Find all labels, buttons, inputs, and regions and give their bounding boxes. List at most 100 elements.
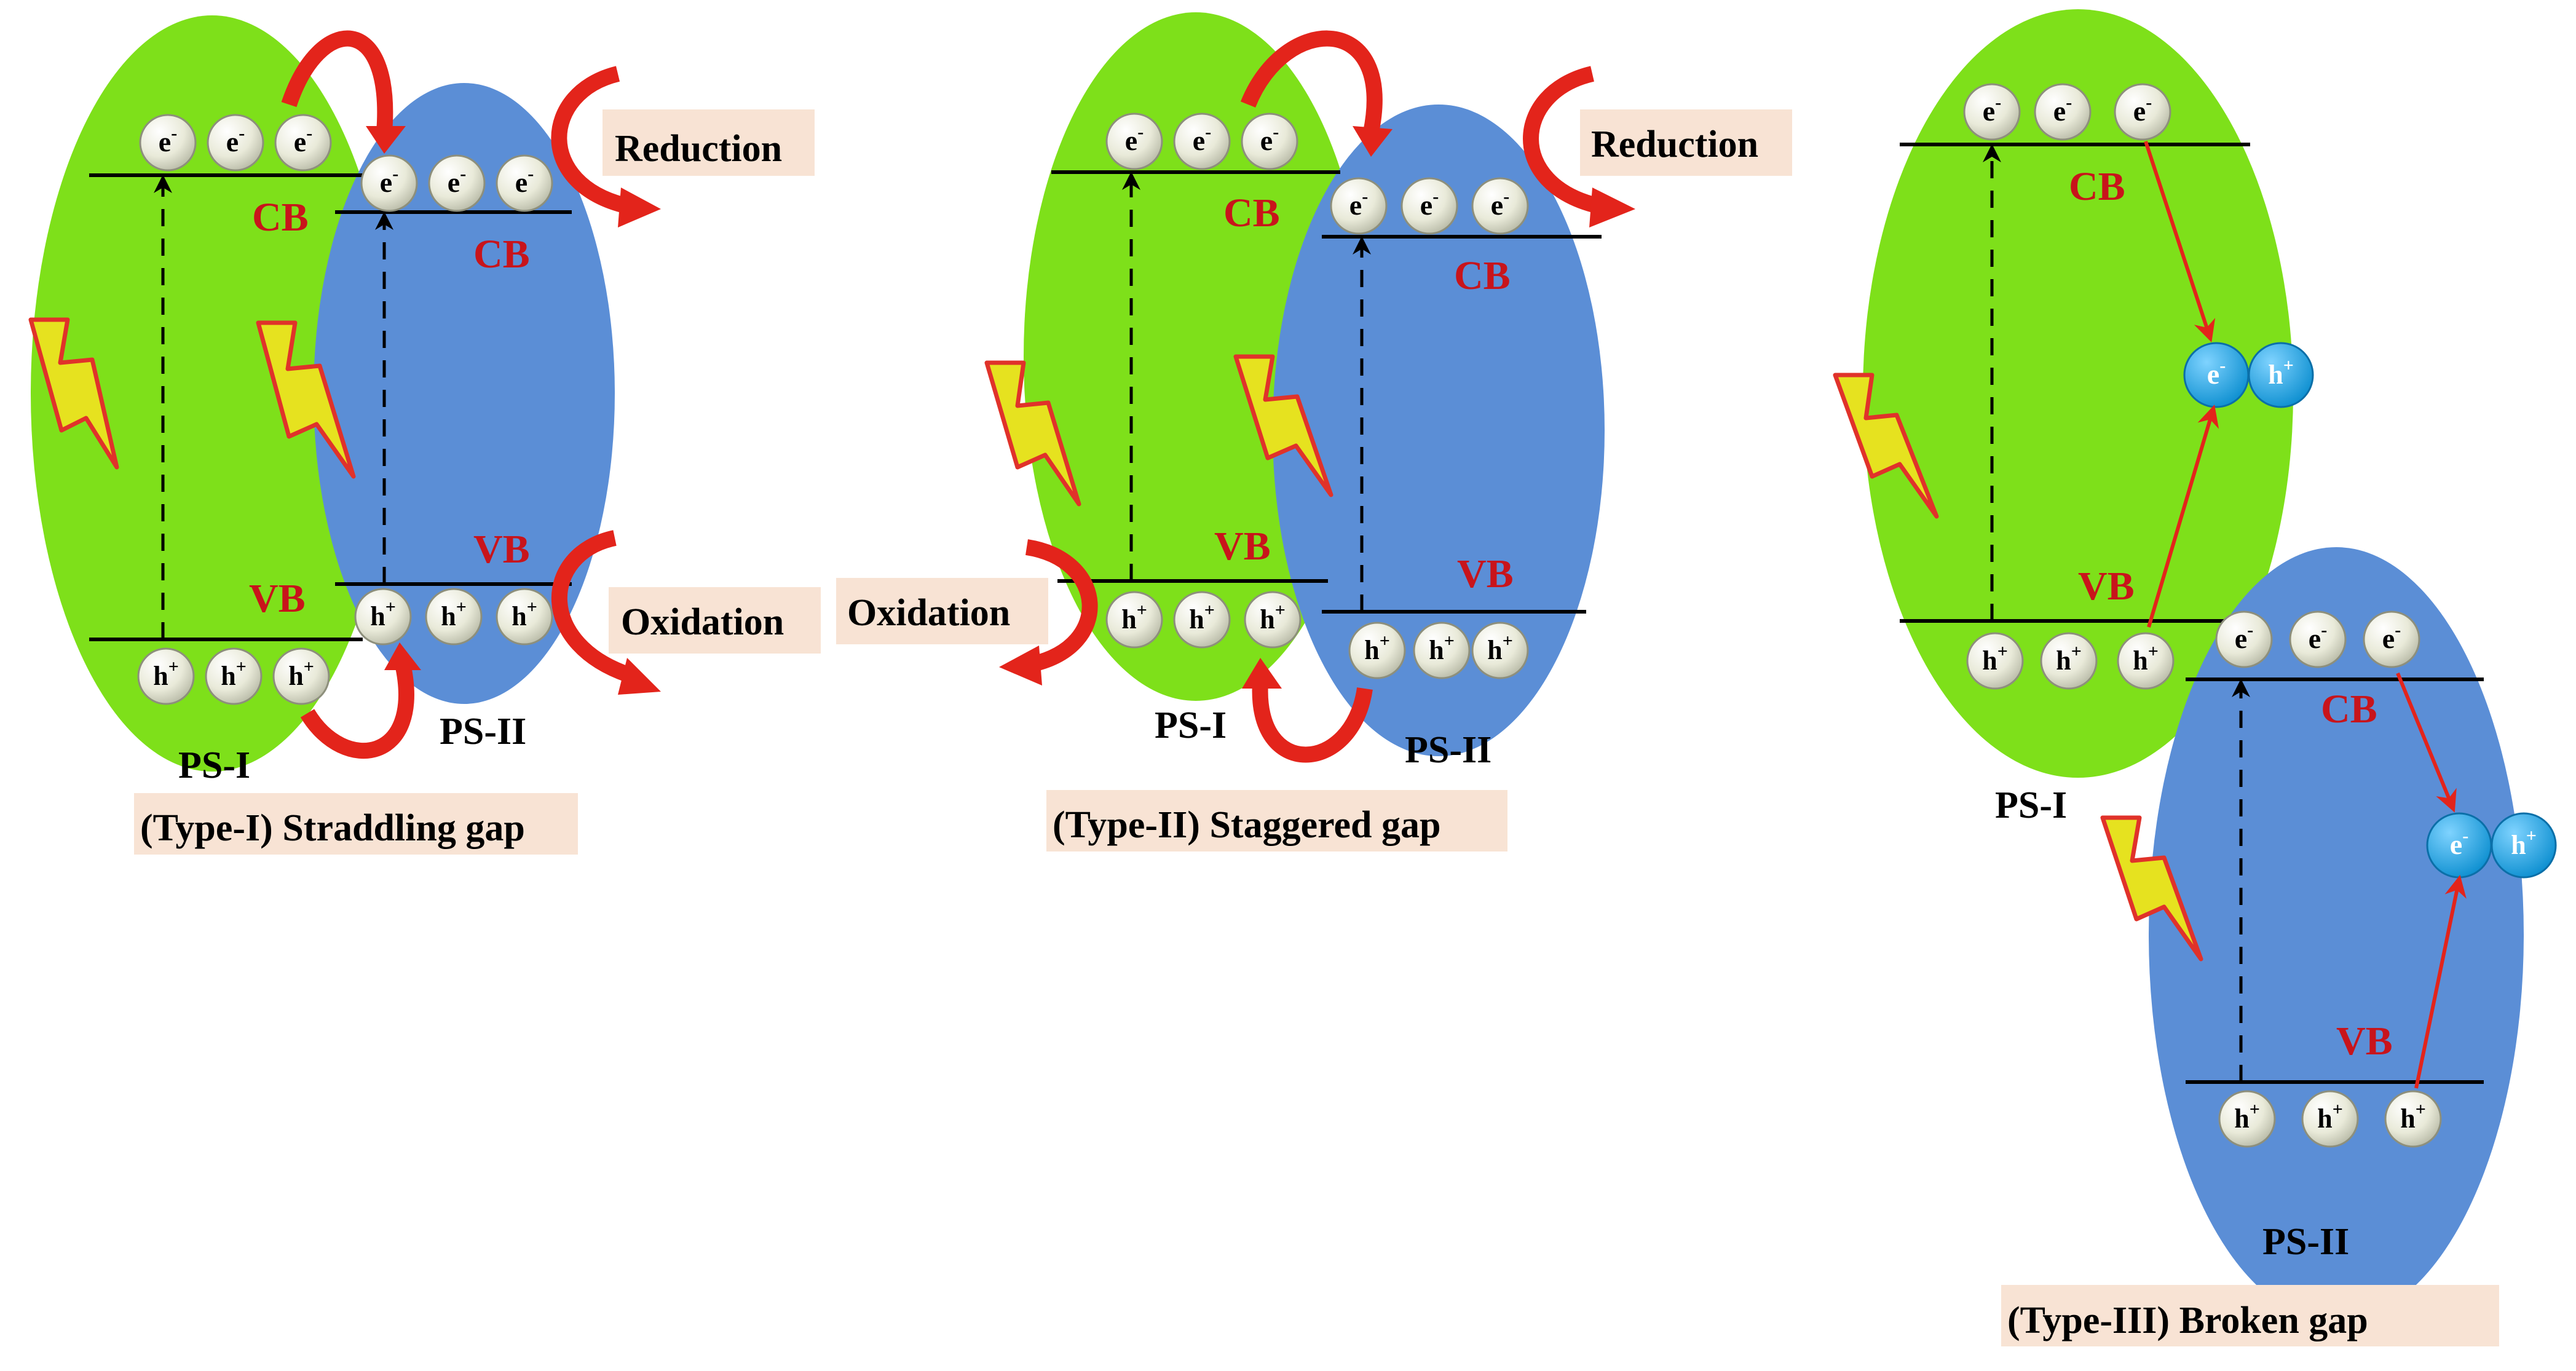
svg-text:h+: h+ xyxy=(2511,826,2537,860)
electron-hole-pair-ps1: e- h+ xyxy=(2183,342,2314,408)
electrons-ps1-cb: e- e- e- xyxy=(139,114,332,172)
ps1-ellipse xyxy=(1863,9,2293,778)
cb-label-ps2: CB xyxy=(1454,253,1511,298)
svg-text:e-: e- xyxy=(2309,620,2327,654)
label-bg xyxy=(609,587,821,654)
ps2-ellipse xyxy=(2149,547,2524,1322)
svg-text:e-: e- xyxy=(2133,92,2152,127)
svg-text:h+: h+ xyxy=(2317,1099,2343,1134)
lightning-bolt-icon xyxy=(1233,354,1333,497)
electron: e- xyxy=(1401,177,1458,235)
holes-ps2-vb: h+ h+ h+ xyxy=(2218,1090,2442,1148)
label-bg xyxy=(1580,109,1792,176)
vb-label-ps1: VB xyxy=(1214,524,1271,569)
electron: e- xyxy=(496,154,553,212)
lightning-bolt-icon xyxy=(2100,815,2203,962)
electron-hole-pair-ps2: e- h+ xyxy=(2426,812,2557,879)
svg-text:h+: h+ xyxy=(2133,641,2159,676)
svg-text:e-: e- xyxy=(380,164,398,198)
reduction-label: Reduction xyxy=(615,128,782,170)
svg-text:h+: h+ xyxy=(512,597,537,631)
electrons-ps1-cb: e- e- e- xyxy=(1105,113,1298,170)
ps2-label: PS-II xyxy=(1405,729,1491,771)
hole: h+ xyxy=(2301,1090,2359,1148)
electrons-ps2-cb: e- e- e- xyxy=(2215,610,2420,668)
curved-arrow-icon xyxy=(618,188,661,227)
vb-label-ps1: VB xyxy=(2078,564,2135,609)
svg-text:e-: e- xyxy=(226,123,245,157)
hole: h+ xyxy=(205,647,263,705)
svg-text:h+: h+ xyxy=(153,657,179,691)
holes-ps2-vb: h+ h+ h+ xyxy=(1348,622,1529,679)
electrons-ps2-cb: e- e- e- xyxy=(360,154,553,212)
svg-text:e-: e- xyxy=(1193,122,1211,156)
svg-text:h+: h+ xyxy=(1487,631,1513,665)
svg-text:h+: h+ xyxy=(1260,600,1286,634)
cb-label-ps2: CB xyxy=(473,232,530,277)
holes-ps2-vb: h+ h+ h+ xyxy=(354,588,553,646)
svg-text:h+: h+ xyxy=(221,657,247,691)
curved-arrow-icon xyxy=(1589,188,1635,227)
svg-text:e-: e- xyxy=(1420,186,1439,221)
electron: e- xyxy=(2289,610,2347,668)
oxidation-label: Oxidation xyxy=(847,592,1010,634)
electron: e- xyxy=(1471,177,1529,235)
label-bg xyxy=(836,578,1048,644)
curved-arrow-icon xyxy=(384,642,421,670)
panel-type-1: e- e- e- e- e- e- xyxy=(28,15,821,855)
reduction-label: Reduction xyxy=(1591,124,1758,165)
svg-text:e-: e- xyxy=(1125,122,1144,156)
caption-bg xyxy=(2001,1285,2499,1346)
svg-text:e-: e- xyxy=(1260,122,1279,156)
caption-bg xyxy=(134,793,578,855)
oxidation-label: Oxidation xyxy=(621,601,784,643)
holes-ps1-vb: h+ h+ h+ xyxy=(137,647,330,705)
electron: e- xyxy=(139,114,197,172)
holes-ps1-vb: h+ h+ h+ xyxy=(1105,591,1302,649)
curved-arrow-icon xyxy=(1353,126,1393,157)
curved-arrow-icon xyxy=(1252,682,1373,763)
caption-type-2: (Type-II) Staggered gap xyxy=(1053,804,1440,846)
curved-arrow-icon xyxy=(281,30,393,133)
svg-text:h+: h+ xyxy=(1429,631,1455,665)
curved-arrow-icon xyxy=(1523,66,1601,214)
holes-ps1-vb: h+ h+ h+ xyxy=(1966,632,2175,690)
svg-text:e-: e- xyxy=(2382,620,2401,654)
ps2-label: PS-II xyxy=(440,711,526,753)
svg-text:h+: h+ xyxy=(1982,641,2008,676)
ps1-label: PS-I xyxy=(1155,705,1227,746)
svg-text:e-: e- xyxy=(2053,92,2072,127)
electron: e- xyxy=(1330,177,1388,235)
electron: e- xyxy=(1173,113,1231,170)
electron: e- xyxy=(2034,83,2092,141)
vb-label-ps1: VB xyxy=(249,576,306,621)
svg-text:e-: e- xyxy=(1491,186,1509,221)
vb-label-ps2: VB xyxy=(1457,551,1514,596)
hole: h+ xyxy=(272,647,330,705)
curved-arrow-icon xyxy=(366,126,406,154)
svg-text:h+: h+ xyxy=(441,597,467,631)
cb-label-ps1: CB xyxy=(2069,164,2125,209)
electron: e- xyxy=(1105,113,1163,170)
ps1-label: PS-I xyxy=(1995,784,2067,826)
svg-text:e-: e- xyxy=(448,164,466,198)
hole: h+ xyxy=(2117,632,2175,690)
curved-arrow-icon xyxy=(551,66,630,214)
ps2-ellipse xyxy=(314,83,615,704)
lightning-bolt-icon xyxy=(984,360,1081,507)
svg-text:h+: h+ xyxy=(1121,600,1147,634)
svg-text:e-: e- xyxy=(159,123,177,157)
hole: h+ xyxy=(425,588,483,646)
svg-text:e-: e- xyxy=(2235,620,2253,654)
svg-text:e-: e- xyxy=(294,123,312,157)
svg-text:h+: h+ xyxy=(2268,355,2294,390)
svg-text:e-: e- xyxy=(1349,186,1368,221)
electron: e- xyxy=(360,154,418,212)
curved-arrow-icon xyxy=(1242,658,1282,689)
ps2-ellipse xyxy=(1273,105,1605,756)
hole: h+ xyxy=(496,588,553,646)
transfer-arrow xyxy=(2396,672,2457,813)
svg-text:e-: e- xyxy=(1983,92,2001,127)
vb-label-ps2: VB xyxy=(2336,1019,2393,1064)
electron: e- xyxy=(2426,812,2492,879)
